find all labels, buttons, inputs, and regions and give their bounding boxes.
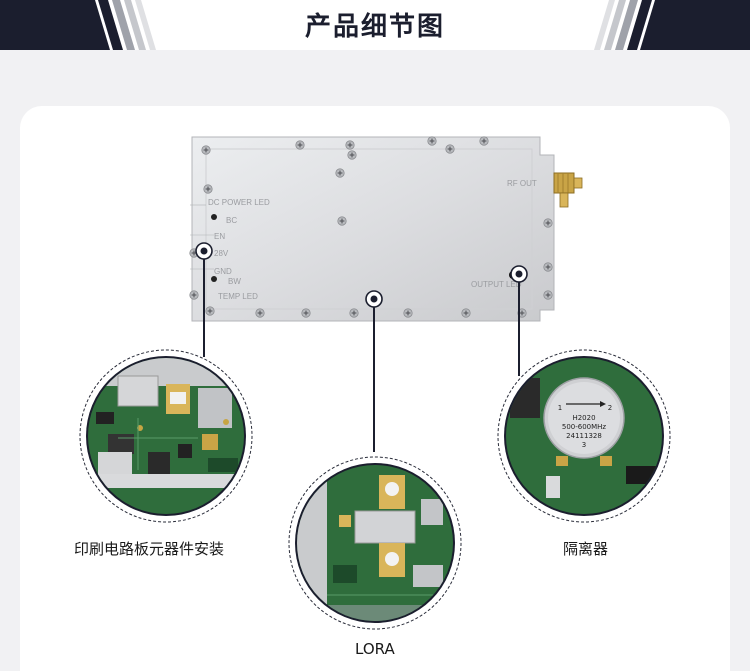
rf-amplifier-module: DC POWER LED BC EN 28V GND BW TEMP LED R… [189, 136, 583, 322]
caption-lora: LORA [355, 640, 395, 658]
label-rf-out: RF OUT [507, 179, 537, 188]
lora-detail-image [288, 456, 462, 630]
isolator-text-num: 3 [582, 441, 586, 449]
caption-isolator: 隔离器 [563, 540, 609, 558]
isolator-text-freq: 500-600MHz [562, 423, 607, 431]
isolator-text-model: H2020 [572, 414, 595, 422]
page-header: 产品细节图 [0, 0, 750, 50]
label-dc-power-led: DC POWER LED [208, 198, 270, 207]
marker-lora [365, 290, 383, 308]
label-bw: BW [228, 277, 241, 286]
label-temp-led: TEMP LED [218, 292, 258, 301]
label-28v: 28V [214, 249, 229, 258]
label-en: EN [214, 232, 225, 241]
isolator-port-1: 1 [558, 404, 562, 412]
marker-pcb [195, 242, 213, 260]
page-title: 产品细节图 [304, 12, 445, 42]
caption-pcb: 印刷电路板元器件安装 [74, 540, 225, 558]
label-output-led: OUTPUT LED [471, 280, 522, 289]
marker-isolator [510, 265, 528, 283]
pcb-detail-image [79, 349, 253, 523]
label-gnd: GND [214, 267, 232, 276]
label-bc: BC [226, 216, 237, 225]
header-stripes-left [0, 0, 156, 50]
isolator-detail-image: 1 2 H2020 500-600MHz 24111328 3 [497, 349, 671, 523]
header-stripes-right [594, 0, 750, 50]
isolator-text-serial: 24111328 [566, 432, 602, 440]
isolator-port-2: 2 [608, 404, 612, 412]
